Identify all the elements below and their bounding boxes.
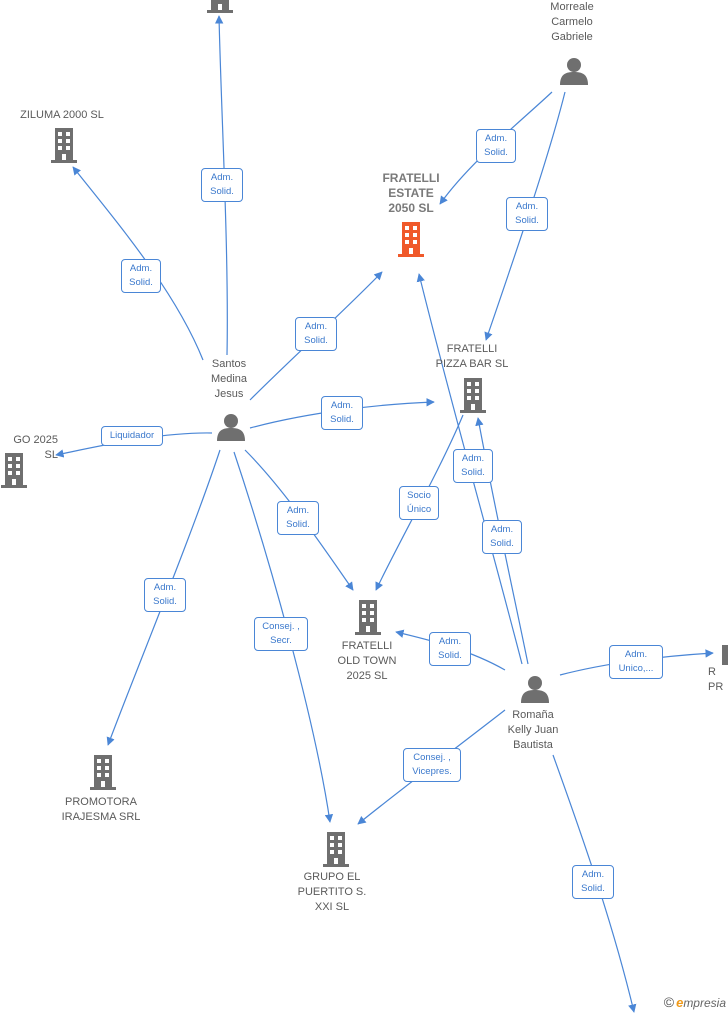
edge-label-romana-estate: Adm. Solid. xyxy=(482,520,522,554)
morreale-label: Morreale Carmelo Gabriele xyxy=(550,1,594,43)
promotora-label: PROMOTORA IRAJESMA SRL xyxy=(61,796,141,823)
santos-label: Santos Medina Jesus xyxy=(210,358,248,400)
fratelli-oldtown-label: FRATELLI OLD TOWN 2025 SL xyxy=(337,640,397,682)
ziluma-label: ZILUMA 2000 SL xyxy=(20,109,104,121)
right-company-label: R PR xyxy=(708,666,724,693)
edge-label-santos-estate: Adm. Solid. xyxy=(295,317,337,351)
edge-label-pizza-oldtown: Socio Único xyxy=(399,486,439,520)
copyright-symbol: © xyxy=(663,994,675,1010)
node-icons xyxy=(1,0,728,867)
building-icon[interactable] xyxy=(323,832,349,867)
fratelli-pizza-label: FRATELLI PIZZA BAR SL xyxy=(435,343,509,370)
edge-label-santos-promotora: Adm. Solid. xyxy=(144,578,186,612)
edge-label-santos-ziluma: Adm. Solid. xyxy=(121,259,161,293)
building-icon[interactable] xyxy=(460,378,486,413)
building-icon[interactable] xyxy=(90,755,116,790)
brand-name: mpresia xyxy=(683,996,726,1010)
person-icon[interactable] xyxy=(217,414,245,441)
building-icon[interactable] xyxy=(398,222,424,257)
edge-label-romana-grupo: Consej. , Vicepres. xyxy=(403,748,461,782)
building-icon[interactable] xyxy=(207,0,233,13)
edges xyxy=(55,15,714,1013)
empresia-watermark: ©empresia xyxy=(664,994,726,1010)
edge-label-santos-top: Adm. Solid. xyxy=(201,168,243,202)
edge-label-santos-go: Liquidador xyxy=(101,426,163,446)
edge-label-santos-pizza: Adm. Solid. xyxy=(321,396,363,430)
edge-label-romana-oldtown: Adm. Solid. xyxy=(429,632,471,666)
building-icon[interactable] xyxy=(355,600,381,635)
edge-label-romana-bottom: Adm. Solid. xyxy=(572,865,614,899)
grupo-puertito-label: GRUPO EL PUERTITO S. XXI SL xyxy=(297,871,367,913)
edge-label-santos-grupo: Consej. , Secr. xyxy=(254,617,308,651)
person-icon[interactable] xyxy=(521,676,549,703)
edge-label-santos-oldtown: Adm. Solid. xyxy=(277,501,319,535)
building-icon[interactable] xyxy=(722,645,728,665)
edge-label-morreale-pizza: Adm. Solid. xyxy=(506,197,548,231)
edge-label-romana-pizza: Adm. Solid. xyxy=(453,449,493,483)
brand-initial: e xyxy=(676,995,684,1010)
person-icon[interactable] xyxy=(560,58,588,85)
edge-label-romana-right: Adm. Unico,... xyxy=(609,645,663,679)
fratelli-estate-label: FRATELLI ESTATE 2050 SL xyxy=(382,171,440,215)
romana-label: Romaña Kelly Juan Bautista xyxy=(507,709,559,751)
go-2025-label: GO 2025 SL xyxy=(13,434,58,461)
building-icon[interactable] xyxy=(51,128,77,163)
edge-label-morreale-estate: Adm. Solid. xyxy=(476,129,516,163)
edge-santos-ziluma xyxy=(72,166,204,361)
